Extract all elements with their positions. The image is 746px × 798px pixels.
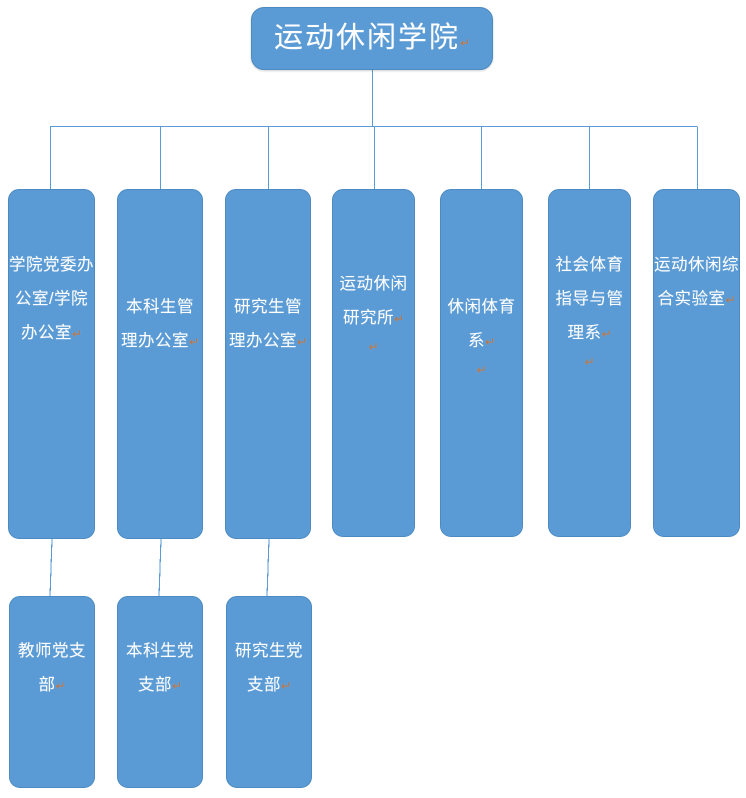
pilcrow-mark: ↵ [459,35,471,50]
org-node-dept-undergrad-office[interactable]: 本科生管理办公室↵ [117,189,203,539]
org-node-dept-grad-office[interactable]: 研究生管理办公室↵ [225,189,311,539]
org-node-branch-undergrad-party[interactable]: 本科生党支部↵ [117,596,203,788]
pilcrow-mark: ↵ [601,327,612,342]
org-node-branch-teacher-party[interactable]: 教师党支部↵ [9,596,95,788]
connector-drop-branch-3 [266,538,270,598]
pilcrow-mark: ↵ [188,335,200,350]
org-node-dept-comprehensive-lab-label: 运动休闲综合实验室↵ [654,256,739,309]
org-node-dept-comprehensive-lab[interactable]: 运动休闲综合实验室↵ [653,189,740,537]
org-node-dept-social-sports-management-label: 社会体育指导与管理系↵↵ [549,248,630,375]
pilcrow-mark: ↵ [393,312,405,327]
org-node-branch-teacher-party-label: 教师党支部↵ [18,642,86,695]
pilcrow-mark: ↵ [171,679,183,694]
pilcrow-mark: ↵ [296,335,308,350]
pilcrow-mark: ↵ [280,679,292,694]
org-node-dept-party-office-label: 学院党委办公室/学院办公室↵ [9,256,94,343]
connector-drop-branch-1 [49,538,53,598]
pilcrow-extra-line: ↵ [368,340,379,355]
org-node-dept-sport-leisure-institute-label: 运动休闲研究所↵↵ [333,267,414,360]
org-node-dept-sport-leisure-institute[interactable]: 运动休闲研究所↵↵ [332,189,415,537]
connector-drop-branch-2 [158,538,162,598]
org-node-dept-undergrad-office-label: 本科生管理办公室↵ [120,298,200,351]
pilcrow-extra-line: ↵ [584,355,595,370]
pilcrow-extra-line: ↵ [476,363,487,378]
pilcrow-mark: ↵ [484,335,496,350]
org-node-branch-undergrad-party-label: 本科生党支部↵ [126,642,194,695]
org-node-dept-leisure-sports[interactable]: 休闲体育系↵↵ [440,189,523,537]
org-node-root[interactable]: 运动休闲学院↵ [251,7,493,70]
org-node-dept-grad-office-label: 研究生管理办公室↵ [228,298,308,351]
org-node-dept-social-sports-management[interactable]: 社会体育指导与管理系↵↵ [548,189,631,537]
org-node-dept-party-office[interactable]: 学院党委办公室/学院办公室↵ [8,189,95,539]
pilcrow-mark: ↵ [71,327,83,342]
org-node-branch-grad-party[interactable]: 研究生党支部↵ [226,596,312,788]
org-node-root-label: 运动休闲学院↵ [273,21,471,54]
org-node-dept-leisure-sports-label: 休闲体育系↵↵ [441,290,522,383]
pilcrow-mark: ↵ [725,293,736,308]
pilcrow-mark: ↵ [55,679,66,694]
org-node-branch-grad-party-label: 研究生党支部↵ [235,642,303,695]
